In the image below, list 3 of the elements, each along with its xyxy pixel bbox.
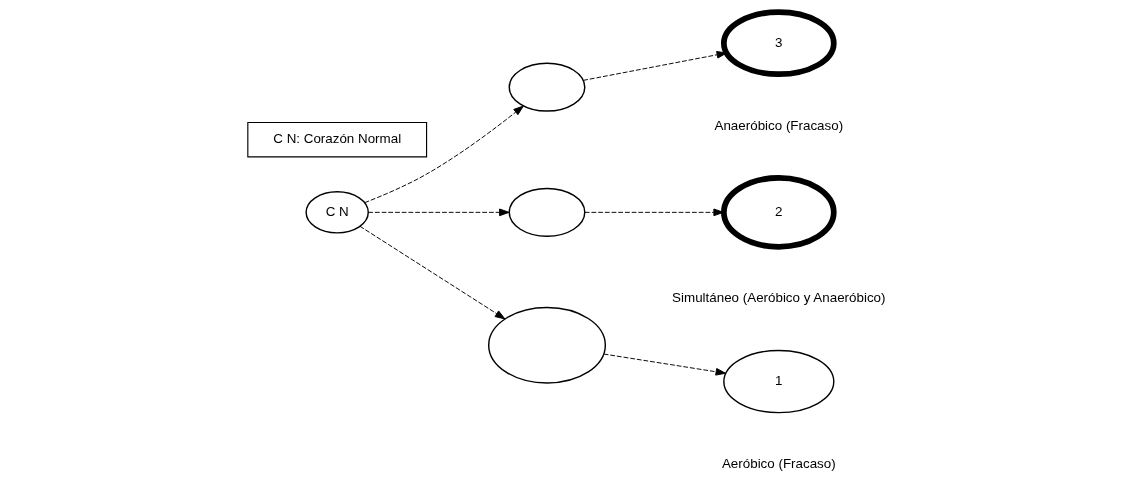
node-label: Simultáneo (Aeróbico y Anaeróbico) [671, 289, 885, 305]
node-label: Anaeróbico (Fracaso) [714, 117, 843, 133]
node-label: Aeróbico (Fracaso) [721, 456, 836, 472]
